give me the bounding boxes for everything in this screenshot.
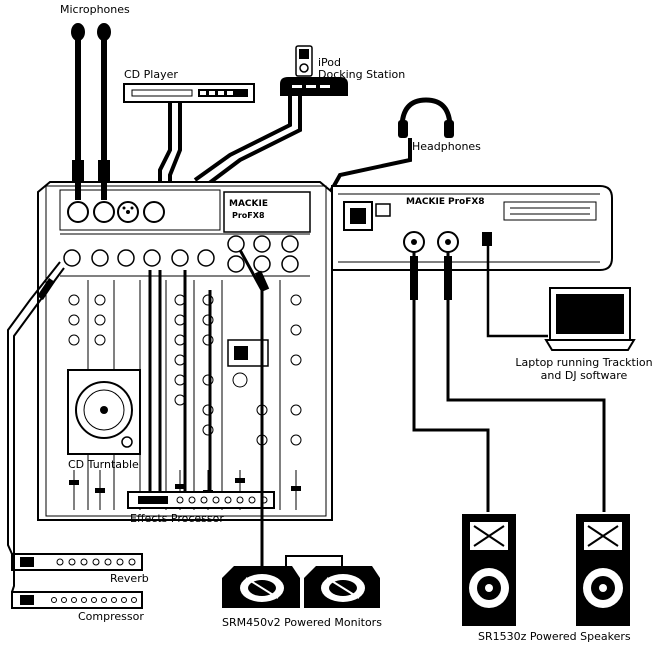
mic-cables [75, 160, 107, 200]
laptop-label-line1: Laptop running Tracktion [515, 356, 653, 369]
rear-model: ProFX8 [448, 197, 485, 207]
usb-cable [486, 246, 548, 338]
headphones-label: Headphones [412, 140, 481, 153]
speaker-left-icon [462, 514, 516, 626]
insert-plug [37, 278, 55, 300]
laptop-label-line2: and DJ software [540, 369, 628, 382]
effects-processor-label: Effects Processor [130, 512, 224, 525]
speaker-right-icon [576, 514, 630, 626]
effects-processor-icon [127, 491, 275, 509]
cd-turntable-icon [67, 369, 141, 455]
laptop-icon [544, 287, 636, 351]
mixer-model: ProFX8 [232, 211, 265, 220]
reverb-label: Reverb [110, 572, 149, 585]
ipod-dock-icon [193, 45, 348, 192]
cd-player-label: CD Player [124, 68, 178, 81]
rear-brand: MACKIE [406, 197, 445, 207]
effects-cables [148, 270, 212, 492]
compressor-label: Compressor [78, 610, 144, 623]
cd-player-icon [123, 83, 255, 205]
rear-panel [331, 185, 613, 271]
monitor-right-icon [304, 566, 380, 608]
monitor-left-icon [222, 566, 300, 608]
monitor-cable [238, 249, 270, 566]
compressor-icon [11, 591, 143, 609]
microphones-label: Microphones [60, 3, 130, 16]
monitors-label: SRM450v2 Powered Monitors [222, 616, 382, 629]
ipod-label-line1: iPod [318, 56, 342, 69]
speakers-label: SR1530z Powered Speakers [478, 630, 631, 643]
ipod-label-line2: Docking Station [318, 68, 406, 81]
cd-turntable-label: CD Turntable [68, 458, 139, 471]
reverb-icon [11, 553, 143, 571]
monitor-link-cable [285, 555, 343, 566]
mixer-brand: MACKIE [229, 199, 268, 209]
